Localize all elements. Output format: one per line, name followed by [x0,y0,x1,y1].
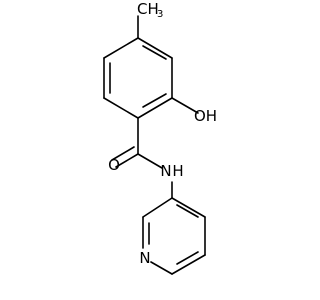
pyridine-nitrogen-label: N [139,249,150,267]
methyl-label: CH [137,0,159,18]
bond-benzene-6 [103,37,139,59]
bond-benzene-3 [137,97,173,119]
bond-pyridine-1 [171,197,206,218]
benzene-ring [103,37,173,119]
bond-pyridine-double-1 [176,204,199,218]
molecule-diagram: CH 3 OH O N H N [103,0,217,275]
amide-nitrogen-label: N [160,162,171,180]
bond-pyridine-6 [142,197,173,218]
bond-benzene-double-2 [142,93,167,108]
amide-hydrogen-label: H [172,162,183,180]
bond-pyridine-4 [150,261,173,275]
bond-pyridine-double-2 [176,251,199,265]
bond-carbonyl-double-a [115,153,139,168]
bond-benzene-4 [103,97,139,119]
pyridine-ring [142,197,206,275]
methyl-subscript: 3 [157,9,163,20]
bond-benzene-double-1 [142,45,167,60]
hydroxyl-label: OH [194,107,217,125]
bond-hydroxyl [171,97,199,114]
carbonyl-oxygen-label: O [108,156,120,174]
bond-benzene-1 [137,37,173,59]
bond-carbonyl-double-b [111,146,135,161]
bond-pyridine-3 [171,254,206,275]
bond-amide-c-n [137,153,163,169]
